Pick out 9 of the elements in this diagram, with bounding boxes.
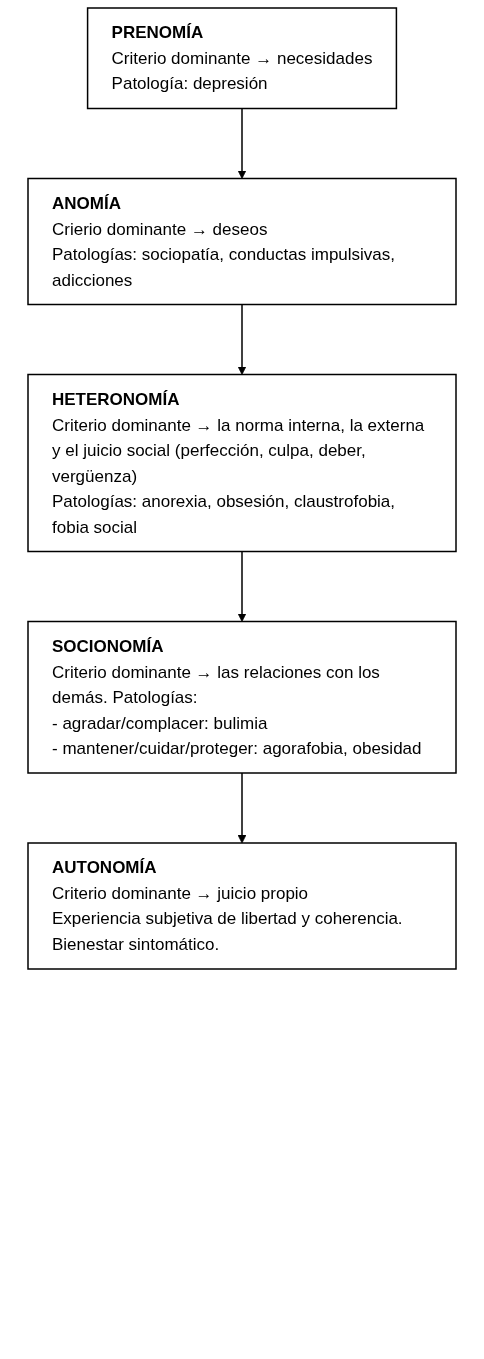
node-box: HETERONOMÍA Criterio dominante → la norma interna, la externa y el juicio social (perfección, culpa, deber, vergüenza) Patologías: anorexia, obsesión, claustrofobia, fobia social <box>27 373 457 553</box>
arrow <box>237 550 247 622</box>
node-box: PRENOMÍA Criterio dominante → necesidades Patología: depresión <box>86 7 398 110</box>
node-box: AUTONOMÍA Criterio dominante → juicio propio Experiencia subjetiva de libertad y coherencia. Bienestar sintomático. <box>27 842 457 970</box>
node-box: ANOMÍA Crierio dominante → deseos Patologías: sociopatía, conductas impulsivas, adicciones <box>27 177 457 306</box>
arrow <box>237 772 247 844</box>
arrow <box>237 303 247 375</box>
node-box: SOCIONOMÍA Criterio dominante → las relaciones con los demás. Patologías: - agradar/complacer: bulimia - mantener/cuidar/proteger: agorafobia, obesidad <box>27 620 457 774</box>
arrow <box>237 107 247 179</box>
